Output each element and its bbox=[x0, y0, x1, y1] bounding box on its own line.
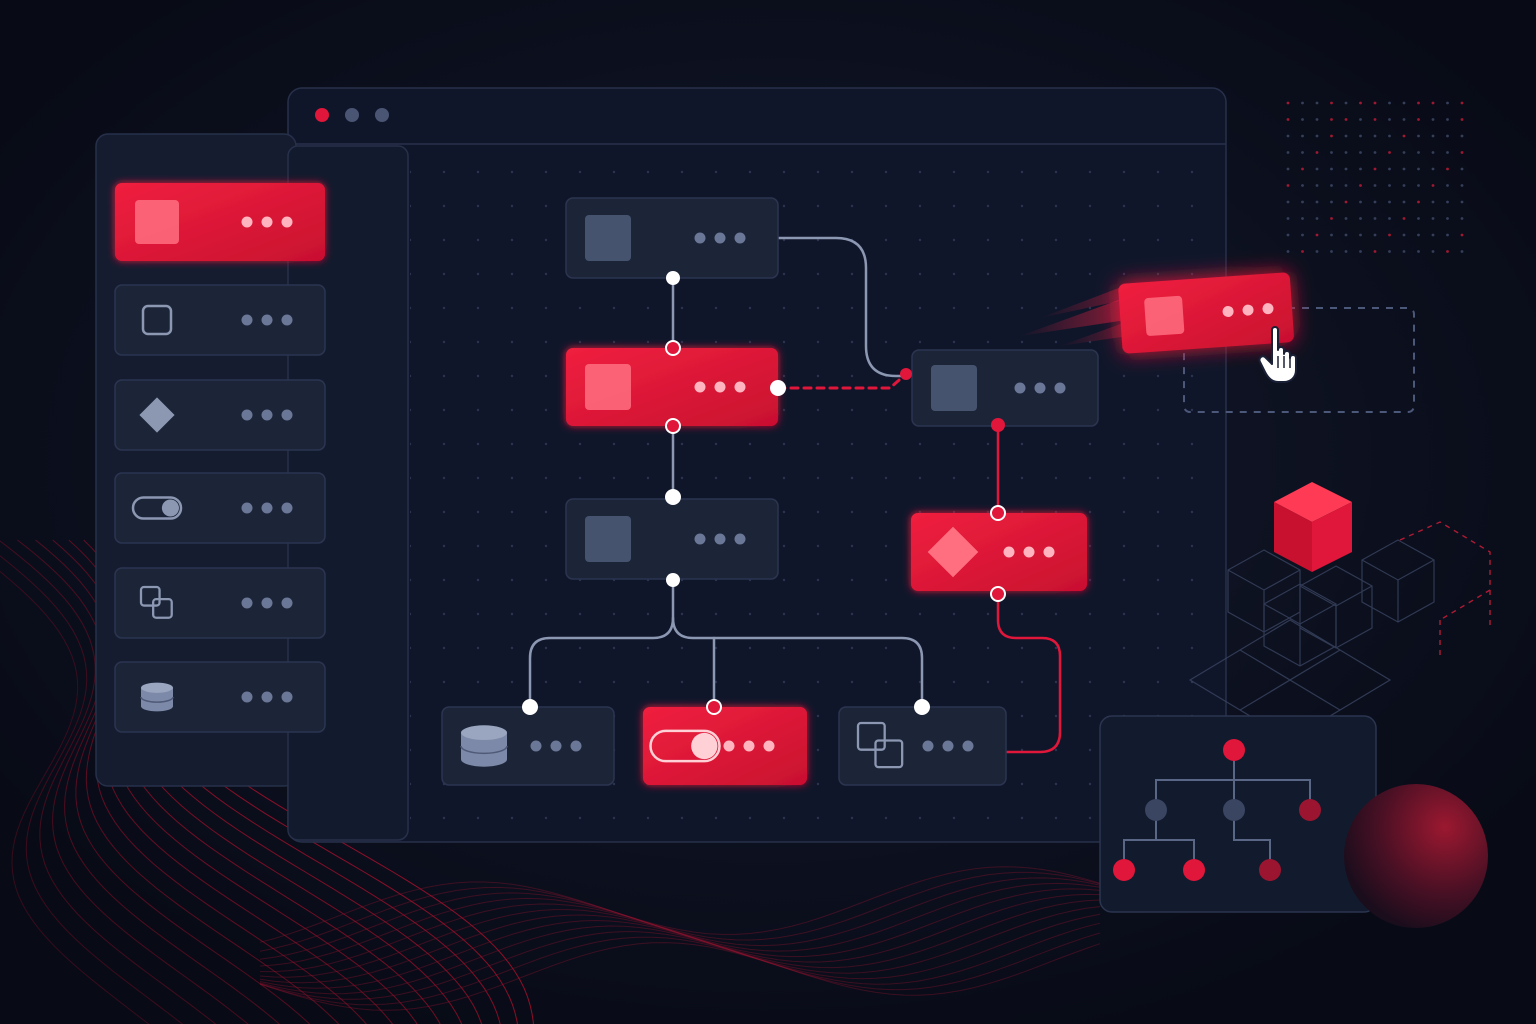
canvas-nodes bbox=[441, 197, 1099, 786]
palette-item-database[interactable] bbox=[114, 661, 326, 733]
isometric-cubes-icon bbox=[1188, 482, 1491, 741]
more-options-icon[interactable] bbox=[241, 216, 293, 228]
more-options-icon[interactable] bbox=[241, 409, 293, 421]
maximize-dot[interactable] bbox=[375, 108, 389, 122]
port[interactable] bbox=[666, 573, 680, 587]
connector-ports bbox=[522, 271, 1006, 715]
more-options-icon[interactable] bbox=[723, 740, 775, 752]
more-options-icon[interactable] bbox=[694, 381, 746, 393]
port[interactable] bbox=[665, 418, 681, 434]
port[interactable] bbox=[914, 699, 930, 715]
more-options-icon[interactable] bbox=[241, 314, 293, 326]
palette-items bbox=[114, 183, 326, 733]
drop-zone[interactable] bbox=[1183, 307, 1415, 413]
square-icon bbox=[135, 200, 179, 244]
drag-motion-trail bbox=[1020, 286, 1128, 346]
app-window bbox=[287, 87, 1227, 843]
duplicate-icon bbox=[856, 721, 904, 769]
node-n4[interactable] bbox=[441, 706, 615, 786]
port[interactable] bbox=[770, 380, 786, 396]
port[interactable] bbox=[900, 368, 912, 380]
toggle-icon bbox=[649, 729, 721, 763]
port[interactable] bbox=[706, 699, 722, 715]
node-n8[interactable] bbox=[911, 513, 1087, 591]
connector-n3-n6 bbox=[671, 616, 924, 709]
connector-n8-n6 bbox=[996, 592, 1062, 754]
more-options-icon[interactable] bbox=[241, 502, 293, 514]
more-options-icon[interactable] bbox=[922, 740, 974, 752]
close-dot[interactable] bbox=[315, 108, 329, 122]
node-n2[interactable] bbox=[566, 348, 778, 426]
square-icon bbox=[1144, 295, 1185, 336]
port[interactable] bbox=[666, 271, 680, 285]
connectors bbox=[528, 236, 1062, 754]
database-icon bbox=[460, 725, 508, 767]
dragged-node[interactable] bbox=[1118, 272, 1294, 354]
square-icon bbox=[585, 516, 631, 562]
hand-pointer-icon bbox=[1258, 326, 1297, 383]
diamond-icon bbox=[139, 397, 175, 433]
port[interactable] bbox=[522, 699, 538, 715]
more-options-icon[interactable] bbox=[694, 232, 746, 244]
node-n7[interactable] bbox=[911, 349, 1099, 427]
duplicate-icon bbox=[139, 585, 173, 619]
minimize-dot[interactable] bbox=[345, 108, 359, 122]
dot-matrix-decoration bbox=[1286, 101, 1464, 253]
more-options-icon[interactable] bbox=[1003, 546, 1055, 558]
connector-n1-n7 bbox=[776, 236, 912, 378]
palette-item-square[interactable] bbox=[115, 183, 325, 261]
port[interactable] bbox=[665, 489, 681, 505]
more-options-icon[interactable] bbox=[694, 533, 746, 545]
more-options-icon[interactable] bbox=[530, 740, 582, 752]
square-outline-icon bbox=[141, 304, 173, 336]
palette-item-toggle[interactable] bbox=[114, 472, 326, 544]
square-icon bbox=[585, 364, 631, 410]
hierarchy-tree-icon bbox=[1099, 715, 1377, 913]
palette-item-square-outline[interactable] bbox=[114, 284, 326, 356]
port[interactable] bbox=[991, 418, 1005, 432]
connector-n2-n7-dashed bbox=[776, 372, 908, 390]
more-options-icon[interactable] bbox=[1222, 303, 1274, 318]
square-icon bbox=[931, 365, 977, 411]
port[interactable] bbox=[990, 505, 1006, 521]
node-n1[interactable] bbox=[565, 197, 779, 279]
database-icon bbox=[140, 682, 174, 712]
gradient-sphere-icon bbox=[1344, 784, 1488, 928]
node-n3[interactable] bbox=[565, 498, 779, 580]
toggle-icon bbox=[131, 496, 183, 520]
node-n6[interactable] bbox=[838, 706, 1007, 786]
palette-item-diamond[interactable] bbox=[114, 379, 326, 451]
connector-n3-n4 bbox=[528, 578, 675, 709]
port[interactable] bbox=[990, 586, 1006, 602]
square-icon bbox=[585, 215, 631, 261]
diamond-icon bbox=[927, 526, 979, 578]
palette-item-duplicate[interactable] bbox=[114, 567, 326, 639]
node-n5[interactable] bbox=[643, 707, 807, 785]
port[interactable] bbox=[665, 340, 681, 356]
more-options-icon[interactable] bbox=[1014, 382, 1066, 394]
more-options-icon[interactable] bbox=[241, 597, 293, 609]
more-options-icon[interactable] bbox=[241, 691, 293, 703]
